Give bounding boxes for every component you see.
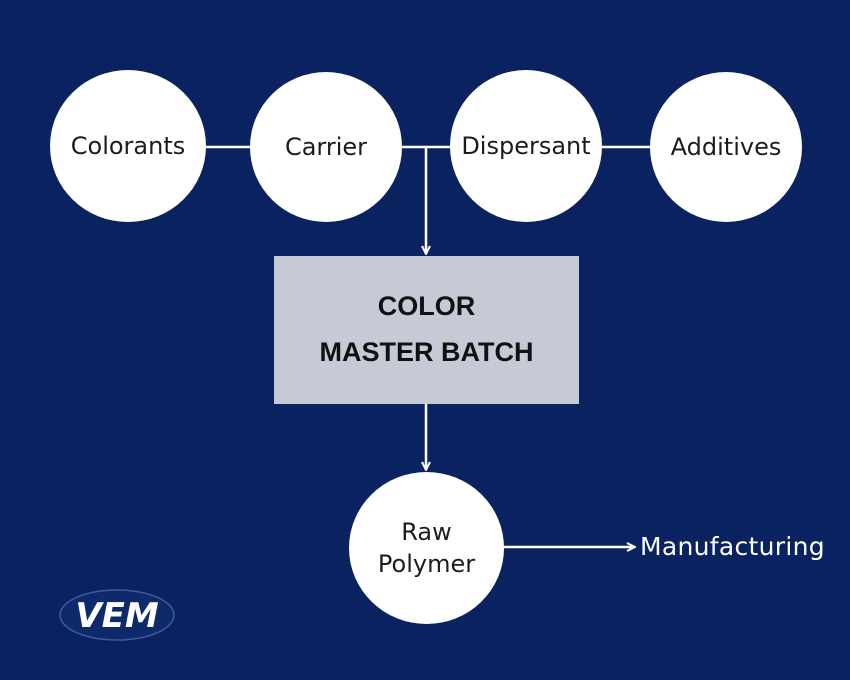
node-dispersant-label: Dispersant — [461, 131, 591, 160]
raw-polymer-line2: Polymer — [377, 550, 476, 578]
raw-polymer-line1: Raw — [401, 517, 452, 546]
node-additives: Additives — [650, 72, 802, 222]
node-carrier: Carrier — [250, 72, 402, 222]
node-colorants-label: Colorants — [70, 131, 186, 160]
master-batch-line2: MASTER BATCH — [319, 337, 534, 367]
vem-logo: VEM — [59, 589, 175, 641]
svg-text:VEM: VEM — [75, 596, 159, 636]
node-colorants: Colorants — [50, 70, 206, 222]
color-master-batch-box: COLOR MASTER BATCH — [274, 256, 579, 404]
node-dispersant: Dispersant — [450, 70, 602, 222]
node-additives-label: Additives — [670, 132, 782, 161]
manufacturing-label: Manufacturing — [640, 532, 825, 561]
master-batch-line1: COLOR — [377, 291, 476, 322]
node-raw-polymer: Raw Polymer — [349, 472, 504, 624]
node-carrier-label: Carrier — [284, 132, 368, 161]
